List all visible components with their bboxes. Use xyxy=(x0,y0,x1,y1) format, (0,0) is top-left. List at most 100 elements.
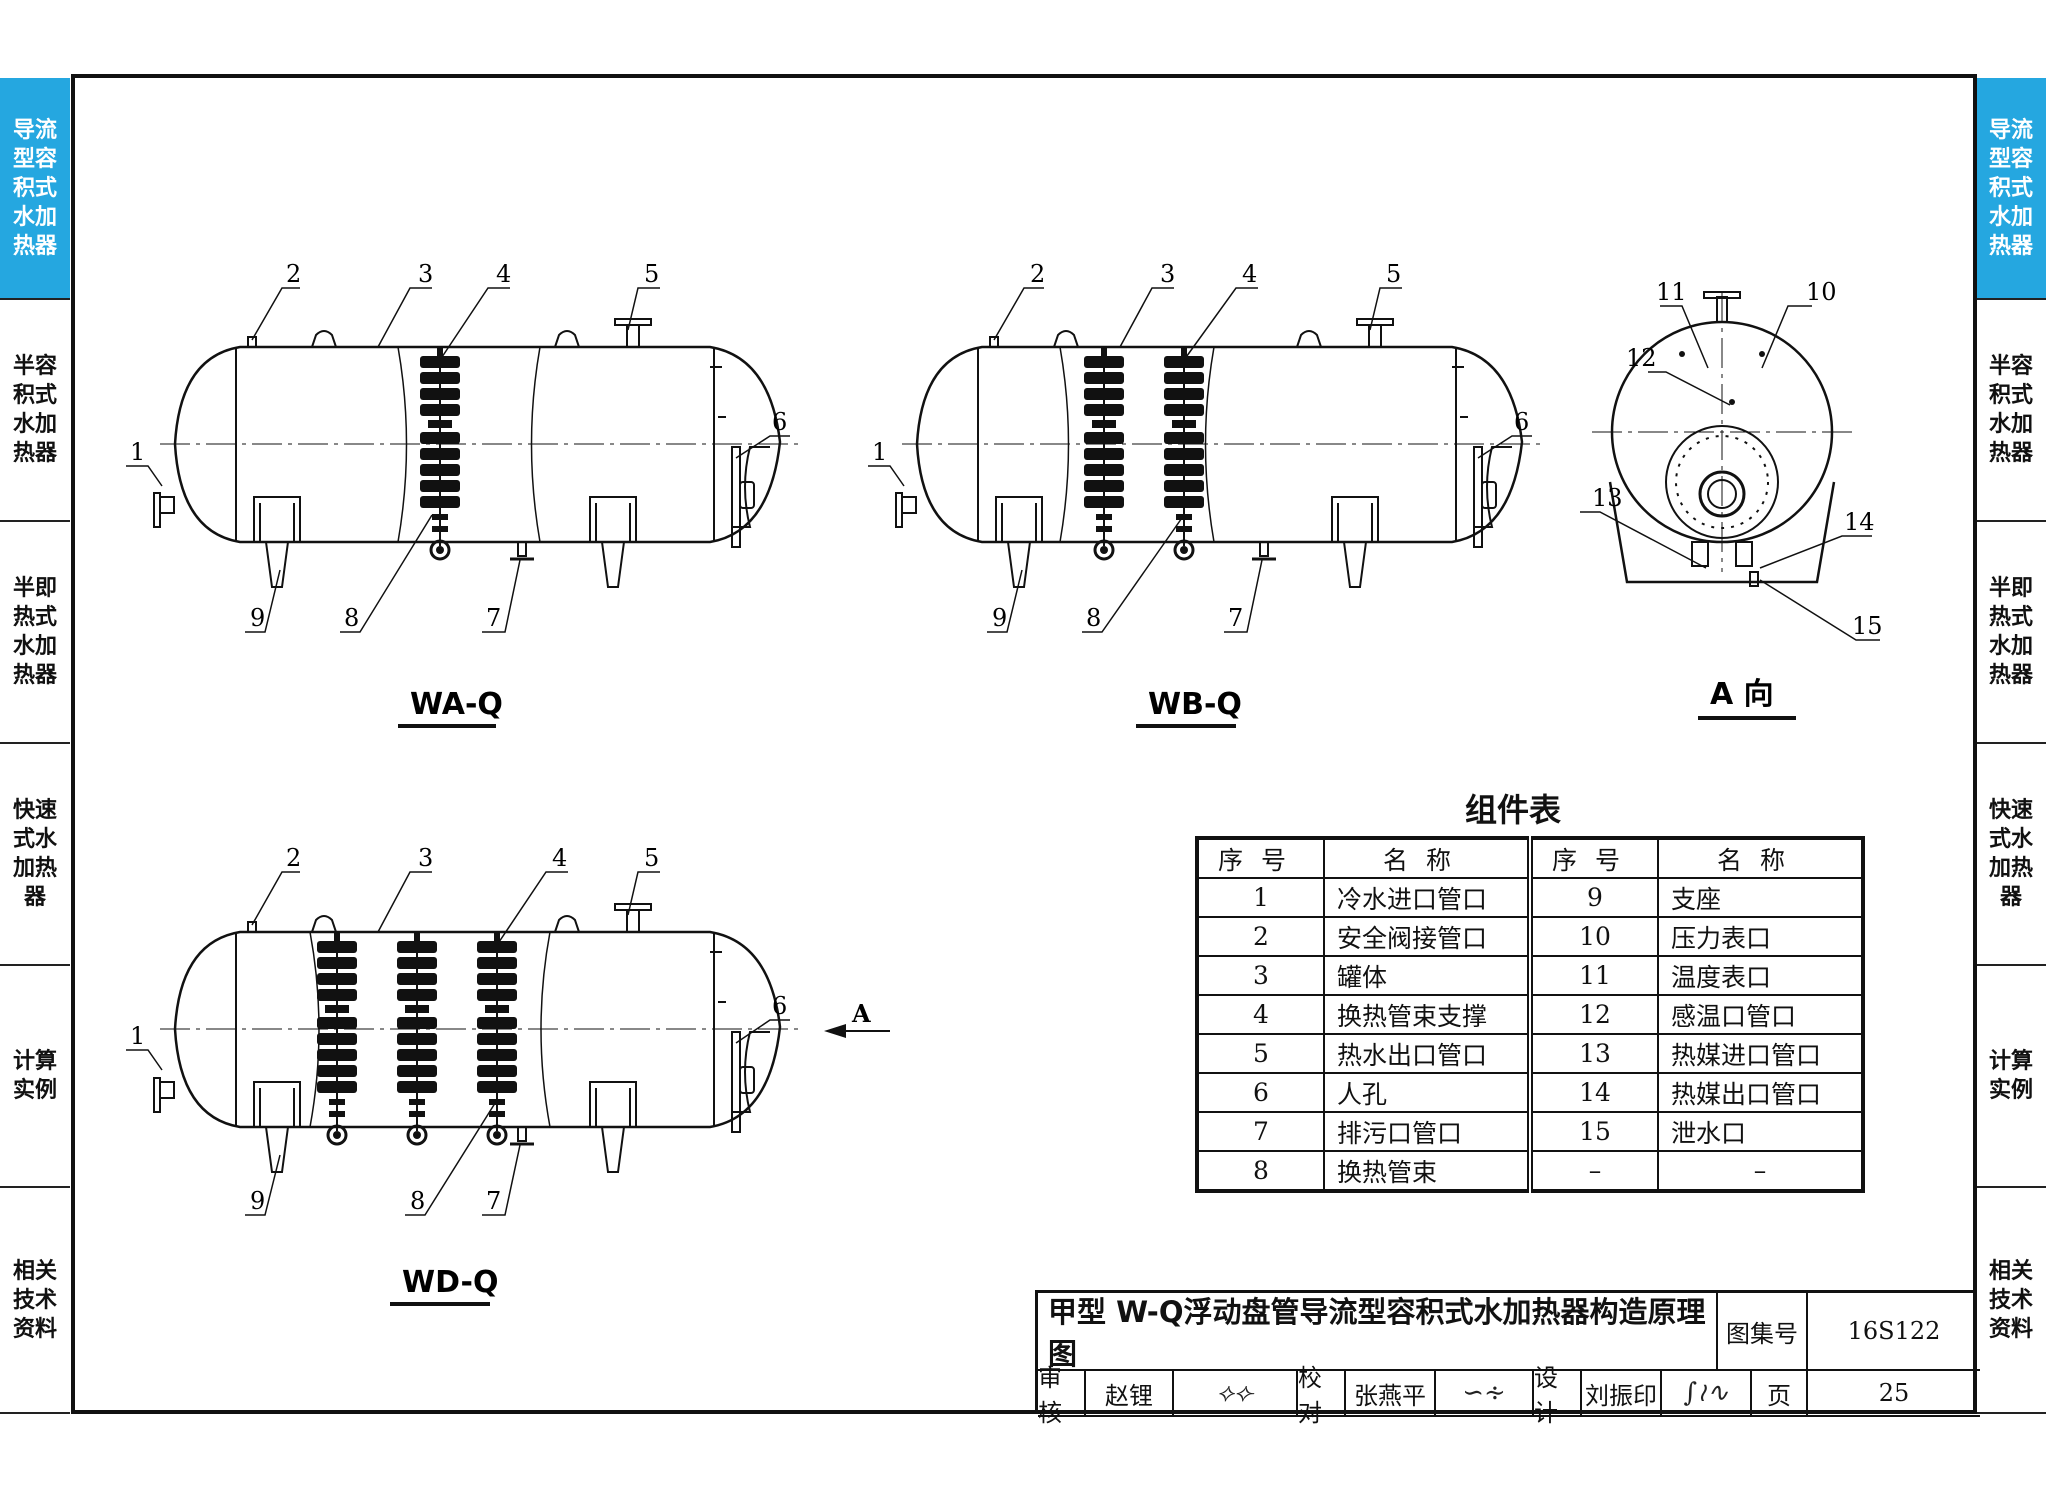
header-no: 序号 xyxy=(1196,837,1325,879)
callout-8: 8 xyxy=(1086,604,1101,632)
callouts-wd: 2 3 4 5 6 1 7 8 9 xyxy=(130,844,787,1215)
table-row: 6 人孔 14 热媒出口管口 xyxy=(1196,1072,1864,1113)
cell-no: 2 xyxy=(1196,916,1325,957)
reviewer-signature: ⟡⟣ xyxy=(1174,1371,1298,1417)
leaders-a xyxy=(1580,305,1880,641)
callout-2: 2 xyxy=(286,260,301,288)
tab-right-2[interactable]: 半即热式水加热器 xyxy=(1976,522,2046,744)
tank-wd-q xyxy=(152,902,802,1174)
leaders-wa xyxy=(126,287,790,633)
drawing-frame xyxy=(71,74,1977,1414)
callout-14: 14 xyxy=(1844,508,1875,536)
callout-9: 9 xyxy=(250,604,265,632)
tab-right-0[interactable]: 导流型容积式水加热器 xyxy=(1976,78,2046,300)
cell-name: 压力表口 xyxy=(1657,916,1864,957)
a-direction-view xyxy=(1590,290,1854,588)
callout-3: 3 xyxy=(418,260,433,288)
table-row: 5 热水出口管口 13 热媒进口管口 xyxy=(1196,1033,1864,1074)
tab-right-3[interactable]: 快速式水加热器 xyxy=(1976,744,2046,966)
cell-no: 12 xyxy=(1527,994,1659,1035)
tab-left-3[interactable]: 快速式水加热器 xyxy=(0,744,70,966)
callouts-wa: 2 3 4 5 6 1 7 8 9 xyxy=(130,260,787,632)
callout-5: 5 xyxy=(644,844,659,872)
callout-2: 2 xyxy=(286,844,301,872)
cell-name: 热媒进口管口 xyxy=(1657,1033,1864,1074)
callout-12: 12 xyxy=(1626,344,1657,372)
cell-no: 7 xyxy=(1196,1111,1325,1152)
tab-left-0[interactable]: 导流型容积式水加热器 xyxy=(0,78,70,300)
table-row: 1 冷水进口管口 9 支座 xyxy=(1196,877,1864,918)
callout-1: 1 xyxy=(130,438,145,466)
cell-name: 冷水进口管口 xyxy=(1323,877,1531,918)
callout-1: 1 xyxy=(130,1022,145,1050)
callout-4: 4 xyxy=(496,260,511,288)
cell-name: 罐体 xyxy=(1323,955,1531,996)
callout-6: 6 xyxy=(772,408,787,436)
tank-wb-q xyxy=(894,317,1544,589)
cell-no: – xyxy=(1527,1150,1659,1192)
table-header-row: 序号 名称 序号 名称 xyxy=(1196,837,1864,879)
design-label: 设计 xyxy=(1534,1364,1582,1427)
callout-2: 2 xyxy=(1030,260,1045,288)
callout-9: 9 xyxy=(992,604,1007,632)
cell-name: 人孔 xyxy=(1323,1072,1531,1113)
cell-name: 热水出口管口 xyxy=(1323,1033,1531,1074)
tab-left-4[interactable]: 计算实例 xyxy=(0,966,70,1188)
cell-no: 14 xyxy=(1527,1072,1659,1113)
cell-no: 3 xyxy=(1196,955,1325,996)
parts-table: 序号 名称 序号 名称 1 冷水进口管口 9 支座 2 安全阀接管口 10 压力… xyxy=(1195,836,1865,1193)
tab-right-4[interactable]: 计算实例 xyxy=(1976,966,2046,1188)
callout-15: 15 xyxy=(1852,612,1883,640)
view-titles: WA-Q WB-Q A 向 WD-Q xyxy=(390,677,1796,1306)
direction-arrow-a: A xyxy=(824,999,890,1038)
checker-signature: ∽∻ xyxy=(1436,1371,1534,1417)
cell-name: – xyxy=(1657,1150,1864,1192)
atlas-label: 图集号 xyxy=(1718,1293,1808,1371)
cell-name: 安全阀接管口 xyxy=(1323,916,1531,957)
callout-9: 9 xyxy=(250,1187,265,1215)
callout-7: 7 xyxy=(486,1187,501,1215)
callout-3: 3 xyxy=(1160,260,1175,288)
tab-right-1[interactable]: 半容积式水加热器 xyxy=(1976,300,2046,522)
callout-8: 8 xyxy=(410,1187,425,1215)
cell-no: 15 xyxy=(1527,1111,1659,1152)
table-row: 3 罐体 11 温度表口 xyxy=(1196,955,1864,996)
cell-no: 11 xyxy=(1527,955,1659,996)
callout-4: 4 xyxy=(1242,260,1257,288)
cell-name: 泄水口 xyxy=(1657,1111,1864,1152)
header-no: 序号 xyxy=(1527,837,1659,879)
callout-6: 6 xyxy=(1514,408,1529,436)
cell-no: 8 xyxy=(1196,1150,1325,1192)
callouts-a: 11 10 12 13 14 15 xyxy=(1592,278,1883,640)
cell-no: 1 xyxy=(1196,877,1325,918)
cell-name: 换热管束 xyxy=(1323,1150,1531,1192)
page-number: 25 xyxy=(1808,1371,1980,1417)
callout-7: 7 xyxy=(1228,604,1243,632)
arrow-a-label: A xyxy=(851,999,871,1028)
check-label: 校对 xyxy=(1298,1364,1346,1427)
tab-left-5[interactable]: 相关技术资料 xyxy=(0,1188,70,1414)
callout-10: 10 xyxy=(1806,278,1837,306)
cell-name: 感温口管口 xyxy=(1657,994,1864,1035)
checker-name: 张燕平 xyxy=(1346,1371,1436,1417)
tab-right-5[interactable]: 相关技术资料 xyxy=(1976,1188,2046,1414)
leaders-wb xyxy=(868,287,1532,633)
header-name: 名称 xyxy=(1657,837,1864,879)
page-label: 页 xyxy=(1752,1371,1808,1417)
tab-left-2[interactable]: 半即热式水加热器 xyxy=(0,522,70,744)
callout-5: 5 xyxy=(1386,260,1401,288)
tank-wa-q xyxy=(152,317,802,589)
cell-name: 支座 xyxy=(1657,877,1864,918)
cell-no: 6 xyxy=(1196,1072,1325,1113)
review-label: 审核 xyxy=(1038,1364,1086,1427)
table-row: 2 安全阀接管口 10 压力表口 xyxy=(1196,916,1864,957)
callout-7: 7 xyxy=(486,604,501,632)
designer-name: 刘振印 xyxy=(1582,1371,1662,1417)
callout-6: 6 xyxy=(772,992,787,1020)
tab-left-1[interactable]: 半容积式水加热器 xyxy=(0,300,70,522)
cell-name: 换热管束支撑 xyxy=(1323,994,1531,1035)
cell-no: 5 xyxy=(1196,1033,1325,1074)
cell-name: 排污口管口 xyxy=(1323,1111,1531,1152)
table-row: 4 换热管束支撑 12 感温口管口 xyxy=(1196,994,1864,1035)
